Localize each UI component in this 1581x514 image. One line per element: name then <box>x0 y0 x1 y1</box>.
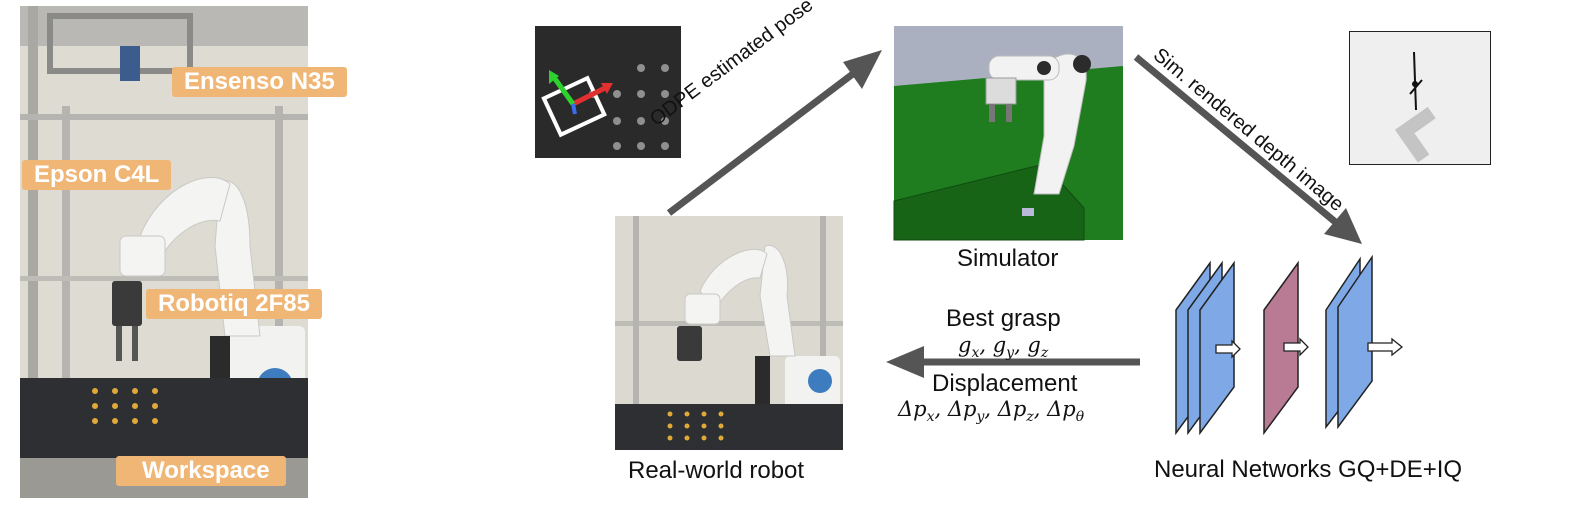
arm-label: Epson C4L <box>22 160 172 190</box>
pose-estimation-image <box>535 26 681 158</box>
depth-image-illustration <box>1350 32 1489 163</box>
real-robot-caption: Real-world robot <box>628 457 805 484</box>
neural-networks-caption: Neural Networks GQ+DE+IQ <box>1154 456 1463 483</box>
simulator-image <box>893 26 1123 241</box>
real-robot-image <box>615 216 843 450</box>
camera-label: Ensenso N35 <box>172 67 347 97</box>
neural-network-diagram <box>1175 254 1404 436</box>
simulator-caption: Simulator <box>957 245 1059 272</box>
best-grasp-label: Best grasp <box>946 305 1061 332</box>
workspace-label: Workspace <box>116 456 286 486</box>
gripper-label: Robotiq 2F85 <box>146 289 323 319</box>
simulator-illustration <box>893 26 1123 241</box>
pose-estimation-illustration <box>535 26 681 158</box>
robot-setup-photo: Ensenso N35 Epson C4L Robotiq 2F85 Works… <box>20 6 347 498</box>
grasp-variables: gx, gy, gz <box>958 333 1049 362</box>
displacement-variables: Δpx, Δpy, Δpz, Δpθ <box>898 397 1085 426</box>
depth-image <box>1349 31 1491 165</box>
real-robot-illustration <box>615 216 843 450</box>
depth-arrow <box>1133 54 1362 244</box>
displacement-label: Displacement <box>932 370 1078 397</box>
odpe-arrow <box>666 50 882 216</box>
grasp-return-arrow <box>886 346 1140 378</box>
